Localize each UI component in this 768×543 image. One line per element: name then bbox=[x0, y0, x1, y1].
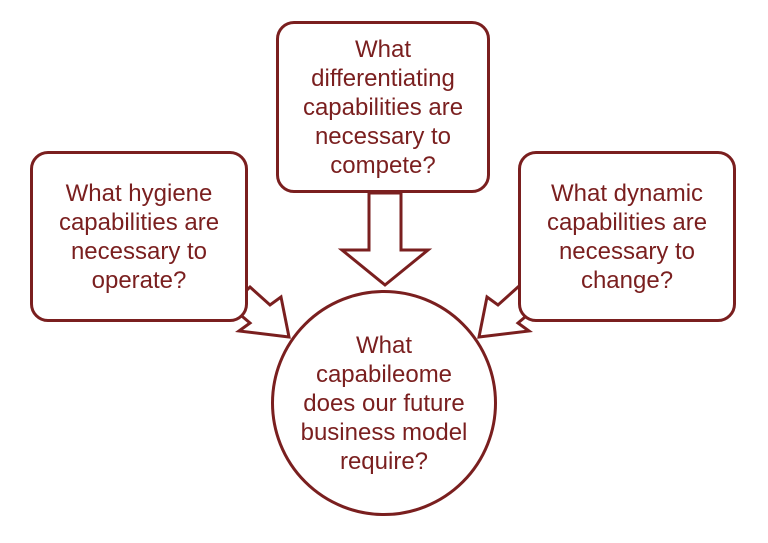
node-hygiene-capabilities: What hygiene capabilities are necessary … bbox=[30, 151, 248, 322]
text-line: necessary to bbox=[70, 237, 208, 265]
text-line: operate? bbox=[91, 266, 187, 294]
text-line: capabilities are bbox=[302, 93, 464, 121]
text-line: What bbox=[355, 331, 412, 359]
text-line: necessary to bbox=[558, 237, 696, 265]
node-dynamic-capabilities: What dynamic capabilities are necessary … bbox=[518, 151, 736, 322]
arrow-top-to-center bbox=[337, 191, 433, 287]
node-dynamic-text: What dynamic capabilities are necessary … bbox=[547, 179, 707, 295]
node-capabileome: What capabileome does our future busines… bbox=[271, 290, 497, 516]
node-differentiating-text: What differentiating capabilities are ne… bbox=[303, 35, 463, 180]
text-line: capabileome bbox=[315, 360, 453, 388]
node-hygiene-text: What hygiene capabilities are necessary … bbox=[59, 179, 219, 295]
text-line: does our future bbox=[303, 389, 465, 417]
text-line: compete? bbox=[330, 151, 436, 179]
node-differentiating-capabilities: What differentiating capabilities are ne… bbox=[276, 21, 490, 193]
text-line: What bbox=[354, 35, 411, 63]
text-line: business model bbox=[300, 418, 468, 446]
text-line: require? bbox=[339, 447, 429, 475]
node-capabileome-text: What capabileome does our future busines… bbox=[301, 331, 468, 476]
text-line: capabilities are bbox=[546, 208, 708, 236]
text-line: What hygiene bbox=[65, 179, 213, 207]
text-line: differentiating bbox=[311, 64, 455, 92]
text-line: necessary to bbox=[314, 122, 452, 150]
text-line: What dynamic bbox=[550, 179, 704, 207]
text-line: capabilities are bbox=[58, 208, 220, 236]
text-line: change? bbox=[580, 266, 674, 294]
